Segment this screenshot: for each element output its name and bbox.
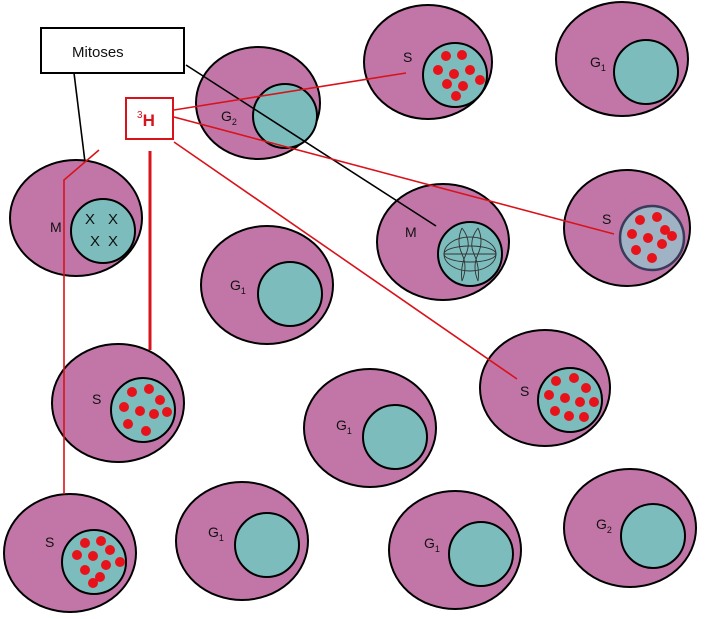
label-dots [627, 212, 677, 263]
phase-label-g1: G1 [230, 277, 246, 296]
phase-label-s: S [520, 383, 529, 399]
phase-label-g2: G2 [221, 108, 237, 127]
mitoses-connector-lines [73, 64, 437, 227]
label-dots [433, 50, 485, 101]
label-dots [119, 384, 172, 436]
chromosome-mark: X [108, 233, 118, 250]
cell-m-spindle: M [376, 183, 510, 301]
chromosome-mark: X [108, 211, 118, 228]
mitotic-spindle [443, 227, 497, 282]
tritium-label-box: 3H [125, 97, 174, 140]
cell-s-left-middle: S [51, 343, 185, 463]
cell-m-left: X X X X M [9, 159, 143, 277]
phase-label-s: S [403, 49, 412, 65]
cell-g1-middle-low: G1 [303, 368, 437, 488]
phase-label-g1: G1 [590, 54, 606, 73]
chromosome-mark: X [90, 233, 100, 250]
cell-g1-bottom-a: G1 [175, 481, 309, 601]
phase-label-s: S [92, 391, 101, 407]
mitoses-label: Mitoses [72, 44, 124, 61]
chromosome-mark: X [85, 211, 95, 228]
phase-label-s: S [45, 534, 54, 550]
tracer-connector-lines [63, 72, 615, 494]
phase-label-g2: G2 [596, 516, 612, 535]
cell-g1-bottom-b: G1 [388, 490, 522, 610]
cell-s-right-middle: S [479, 329, 611, 447]
cell-g1-center: G1 [200, 225, 334, 345]
mitoses-label-box: Mitoses [40, 27, 185, 74]
tritium-label: 3H [137, 110, 155, 130]
phase-label-m: M [405, 224, 417, 240]
cell-s-top: S [363, 4, 493, 120]
label-dots [72, 536, 125, 588]
phase-label-m: M [50, 219, 62, 235]
phase-label-s: S [602, 211, 611, 227]
label-dots [544, 373, 599, 422]
cell-s-bottom-left: S [3, 493, 137, 613]
phase-label-g1: G1 [336, 417, 352, 436]
phase-label-g1: G1 [208, 524, 224, 543]
phase-label-g1: G1 [424, 535, 440, 554]
cell-g1-top-right: G1 [555, 1, 689, 117]
cell-s-right: S [563, 169, 691, 287]
cell-g2-bottom-right: G2 [563, 468, 697, 588]
